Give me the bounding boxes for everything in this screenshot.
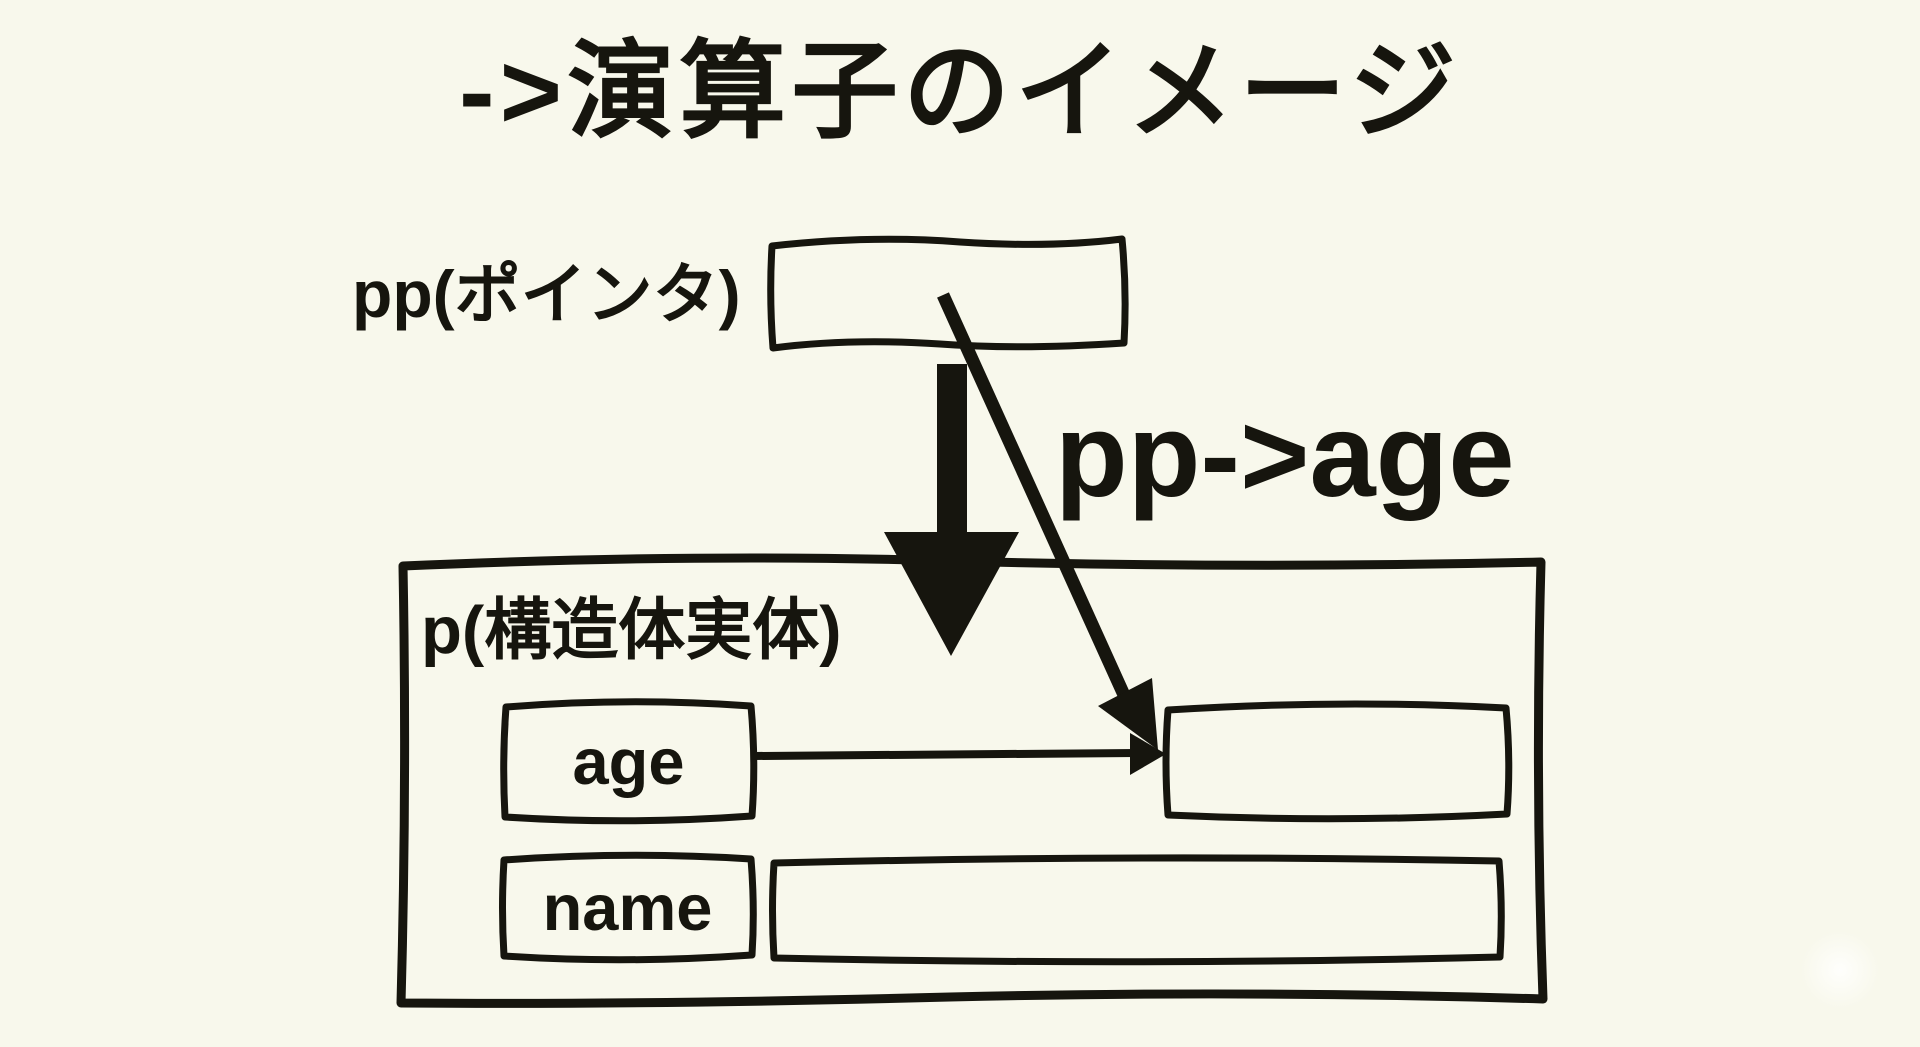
struct-entity-label: p(構造体実体) <box>421 593 842 668</box>
name-field-box <box>499 851 757 964</box>
age-arrow-head-icon <box>1130 733 1166 775</box>
page-title: ->演算子のイメージ <box>459 31 1461 151</box>
pointer-variable-label: pp(ポインタ) <box>352 257 741 331</box>
name-field-label-text: name <box>542 871 713 944</box>
name-field-label: name <box>503 858 752 957</box>
down-arrow-icon <box>884 364 1019 656</box>
age-value-box <box>1162 700 1513 823</box>
pointer-box <box>767 235 1129 352</box>
age-field-label: age <box>505 705 752 818</box>
deref-arrow-head-icon <box>1098 678 1158 750</box>
deref-arrow-shaft <box>937 292 1130 698</box>
deref-expression-label: pp->age <box>1055 389 1515 522</box>
age-arrow-shaft <box>754 749 1137 760</box>
name-value-box <box>769 854 1505 966</box>
age-field-label-text: age <box>572 725 685 798</box>
age-field-box <box>500 698 758 825</box>
